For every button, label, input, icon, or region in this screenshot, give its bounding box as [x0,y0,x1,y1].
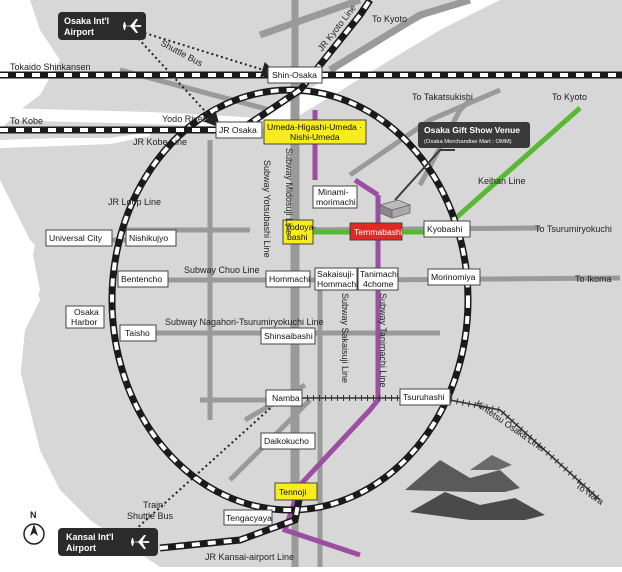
station-label: Tennoji [279,487,306,497]
dest-to-ikoma: To Ikoma [575,274,612,284]
station-label-2: morimachi [316,197,356,207]
airplane-icon [130,535,150,549]
label-train-shuttle-2: Shuttle Bus [127,511,174,521]
station-nishikujyo[interactable]: Nishikujyo [125,229,177,247]
kansai-airport-line2: Airport [66,543,96,553]
label-subway-midosuji: Subway Midosuji Line [284,148,294,235]
station-label: Daikokucho [264,436,309,446]
station-label-1: Minami- [318,187,349,197]
station-kyobashi[interactable]: Kyobashi [423,220,471,238]
station-label-2: Harbor [71,317,97,327]
label-subway-nagahori: Subway Nagahori-Tsurumiryokuchi Line [165,317,324,327]
station-label-1: Osaka [74,307,99,317]
station-label: Kyobashi [427,224,462,234]
itami-airport-line2: Airport [64,27,94,37]
station-label: Taisho [125,328,150,338]
building-icon [378,199,412,219]
station-label-2: Nishi-Umeda [290,132,340,142]
station-label-2: Hommachi [317,279,358,289]
jr-kansai-airport-track [159,494,304,552]
station-tengacyaya[interactable]: Tengacyaya [223,509,273,526]
station-label-1: Yodoya- [285,222,316,232]
station-morinomiya[interactable]: Morinomiya [427,268,481,286]
mountains [405,455,545,520]
venue-line1: Osaka Gift Show Venue [424,125,520,135]
river-branch [0,132,150,148]
label-jr-loop-line: JR Loop Line [108,197,161,207]
airplane-icon [122,19,142,33]
station-label: Shin-Osaka [272,70,317,80]
station-osaka-harbor[interactable]: Osaka Harbor [65,305,105,329]
dest-to-kyoto-top: To Kyoto [372,14,407,24]
station-sakaisuji-hommachi[interactable]: Sakaisuji- Hommachi [314,267,358,291]
station-label: Universal City [49,233,103,243]
dest-to-takatsukishi: To Takatsukishi [412,92,473,102]
itami-airport-line1: Osaka Int'l [64,16,109,26]
north-compass-icon: N [23,510,45,545]
dest-to-kyoto-right: To Kyoto [552,92,587,102]
station-bentencho[interactable]: Bentencho [117,270,169,288]
bay-water [0,230,150,567]
yodo-river [0,0,500,128]
station-label: Shinsaibashi [264,331,313,341]
shuttle-bus-arrow-kansai [134,389,291,531]
station-namba[interactable]: Namba [265,389,303,407]
compass-label: N [30,510,37,520]
station-yodoyabashi[interactable]: Yodoya- bashi [282,219,316,245]
station-umeda[interactable]: Umeda-Higashi-Umeda · Nishi-Umeda [263,119,367,145]
kintetsu-track [295,395,603,503]
station-tennoji[interactable]: Tennoji [274,482,318,501]
station-label-1: Tanimachi [360,269,399,279]
station-shin-osaka[interactable]: Shin-Osaka [267,66,323,84]
label-train-shuttle-1: Train· [143,500,166,510]
label-subway-chuo: Subway Chuo Line [184,265,260,275]
station-label: Hommachi [269,274,310,284]
station-label: Bentencho [121,274,162,284]
station-label: Morinomiya [431,272,476,282]
station-label: Nishikujyo [129,233,168,243]
station-label: Temmabashi [354,227,403,237]
station-label: Tsuruhashi [403,392,445,402]
station-minamimorimachi[interactable]: Minami- morimachi [312,185,358,209]
station-jr-osaka[interactable]: JR Osaka [215,121,263,139]
dest-to-tsurumiryokuchi: To Tsurumiryokuchi [535,224,612,234]
station-universal-city[interactable]: Universal City [45,229,113,247]
station-tanimachi-4chome[interactable]: Tanimachi 4chome [357,267,399,291]
station-label: Tengacyaya [226,513,272,523]
label-jr-kobe-line: JR Kobe Line [133,137,187,147]
station-label: Namba [272,393,300,403]
jr-loop-line [108,86,472,514]
gift-show-venue-callout: Osaka Gift Show Venue (Osaka Merchandise… [378,122,530,219]
shuttle-bus-arrow-itami [134,29,278,78]
label-subway-yotsubashi: Subway Yotsubashi Line [262,160,272,258]
station-taisho[interactable]: Taisho [119,324,157,342]
label-subway-sakaisuji: Subway Sakaisuji Line [340,293,350,383]
kansai-intl-airport-badge: Kansai Int'l Airport [58,528,158,556]
station-tsuruhashi[interactable]: Tsuruhashi [399,388,451,406]
label-keihan-line: Keihan Line [478,176,526,186]
station-label: JR Osaka [219,125,257,135]
station-label-1: Sakaisuji- [317,269,354,279]
dest-to-kobe: To Kobe [10,116,43,126]
osaka-intl-airport-badge: Osaka Int'l Airport [58,12,146,40]
station-label-2: 4chome [363,279,394,289]
kansai-airport-line1: Kansai Int'l [66,532,114,542]
label-subway-tanimachi: Subway Tanimachi Line [378,293,388,387]
station-daikokucho[interactable]: Daikokucho [260,432,316,450]
jr-kyoto-track [238,0,373,133]
station-hommachi[interactable]: Hommachi [265,270,311,288]
station-label-2: bashi [287,232,308,242]
station-temmabashi[interactable]: Temmabashi [349,222,403,241]
venue-line2: (Osaka Merchandise Mart : OMM) [424,139,512,145]
label-yodo-river: Yodo River [162,114,206,124]
station-label-1: Umeda-Higashi-Umeda · [267,122,362,132]
label-jr-kansai-airport: JR Kansai-airport Line [205,552,294,562]
station-shinsaibashi[interactable]: Shinsaibashi [260,327,316,345]
label-tokaido-shinkansen: Tokaido Shinkansen [10,62,91,72]
